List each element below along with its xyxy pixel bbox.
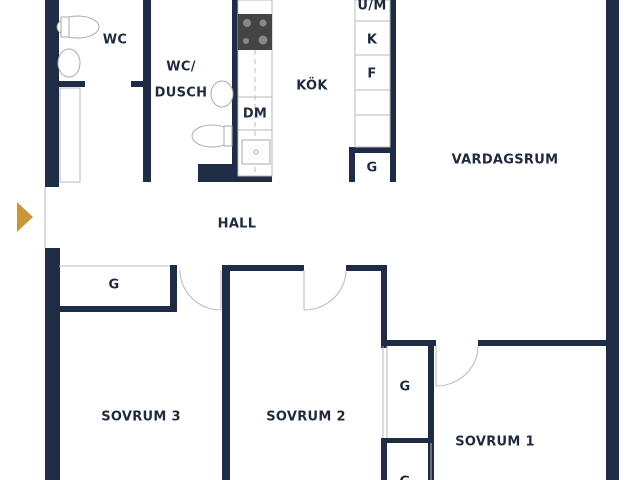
sink-icon (57, 48, 81, 78)
door-swing-icon (179, 269, 222, 311)
thin-lines (44, 0, 432, 480)
room-label-kok: KÖK (296, 78, 328, 94)
room-label-vardagsrum: VARDAGSRUM (452, 153, 559, 168)
room-label-wc-dusch-2: DUSCH (155, 86, 208, 101)
room-label-hall: HALL (218, 217, 257, 232)
room-label-wc: WC (103, 33, 127, 48)
door-swing-icon (435, 345, 479, 387)
appliance-label-um: U/M (357, 0, 386, 14)
room-label-sovrum2: SOVRUM 2 (266, 410, 346, 425)
toilet-icon (191, 124, 233, 148)
toilet-icon (56, 15, 100, 39)
closet-label-hall: G (109, 278, 120, 293)
closet-label-kitchen: G (367, 161, 378, 176)
closet-label-upper: G (400, 380, 411, 395)
room-label-wc-dusch-1: WC/ (166, 60, 196, 75)
door-swing-icon (303, 269, 347, 311)
room-label-sovrum1: SOVRUM 1 (455, 435, 535, 450)
entrance-arrow-icon (17, 202, 33, 232)
appliance-label-f: F (367, 67, 376, 82)
kitchen-sink-icon (241, 139, 271, 165)
sink-icon (210, 80, 234, 108)
closet-label-lower: G (400, 475, 411, 480)
room-label-sovrum3: SOVRUM 3 (101, 410, 181, 425)
stove-icon (238, 14, 272, 50)
appliance-label-k: K (367, 33, 378, 48)
walls (45, 0, 619, 480)
appliance-label-dm: DM (243, 107, 267, 122)
